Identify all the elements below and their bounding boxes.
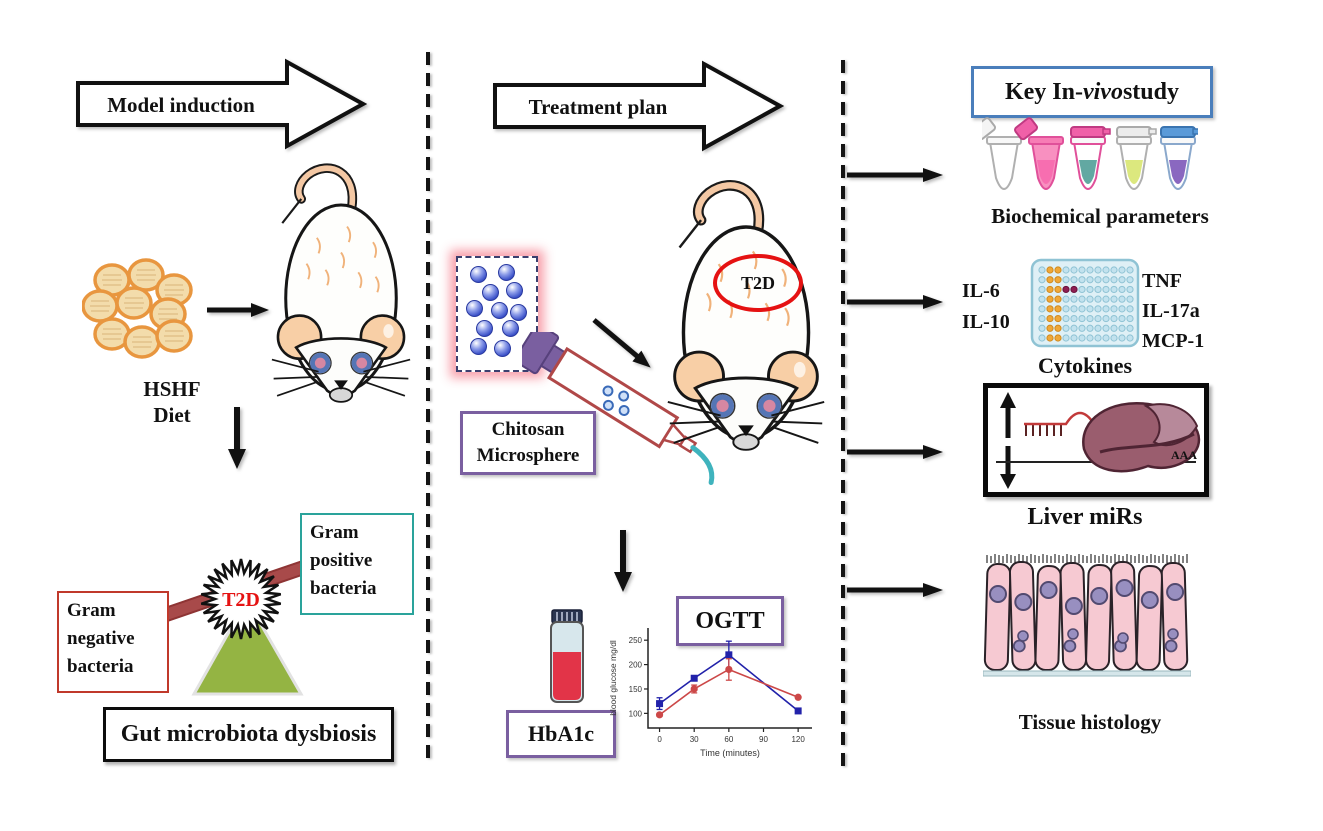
svg-text:blood glucose mg/dl: blood glucose mg/dl	[608, 640, 618, 716]
seesaw-t2d-label: T2D	[222, 589, 260, 611]
gram-negative-line2: negative	[67, 628, 135, 649]
il10-label: IL-10	[962, 311, 1010, 333]
hshf-line: HSHF	[143, 377, 201, 401]
hba1c-caption: HbA1c	[506, 710, 616, 758]
arrow-right-icon	[207, 303, 269, 317]
gram-positive-line1: Gram	[310, 522, 359, 543]
cytokine-right-labels: TNF IL-17a MCP-1	[1142, 266, 1232, 356]
treatment-plan-title: Treatment plan	[528, 94, 668, 119]
arrow-right-icon	[847, 583, 943, 597]
svg-text:Time (minutes): Time (minutes)	[700, 748, 760, 758]
ogtt-title-box: OGTT	[676, 596, 784, 646]
microsphere-icon	[506, 282, 523, 299]
diet-line: Diet	[153, 403, 191, 427]
cytokines-caption: Cytokines	[1037, 353, 1133, 378]
arrow-down-icon	[228, 407, 246, 469]
svg-text:250: 250	[629, 636, 643, 645]
cytokine-left-labels: IL-6 IL-10	[962, 276, 1026, 338]
tnf-label: TNF	[1142, 270, 1182, 292]
svg-text:200: 200	[629, 661, 643, 670]
chitosan-line2: Microsphere	[476, 445, 580, 466]
gut-dysbiosis-caption: Gut microbiota dysbiosis	[103, 707, 394, 762]
microsphere-icon	[482, 284, 499, 301]
microsphere-icon	[476, 320, 493, 337]
microplate-icon	[1030, 258, 1140, 348]
chitosan-microsphere-box: Chitosan Microsphere	[460, 411, 596, 475]
t2d-tag: T2D	[713, 254, 803, 312]
il17a-label: IL-17a	[1142, 300, 1200, 322]
hshf-pellets-icon	[82, 258, 193, 359]
microsphere-icon	[491, 302, 508, 319]
histology-icon	[983, 554, 1191, 677]
block-arrow-icon	[493, 60, 784, 152]
block-arrow-icon	[76, 58, 367, 150]
treatment-plan-banner: Treatment plan	[492, 60, 784, 152]
svg-text:60: 60	[724, 735, 733, 744]
svg-text:30: 30	[690, 735, 699, 744]
microtube-icon	[1070, 126, 1111, 190]
microtubes-icon	[982, 117, 1198, 190]
key-invivo-banner: Key In-vivo study	[971, 66, 1213, 118]
gram-negative-line3: bacteria	[67, 656, 134, 677]
t2d-starburst	[200, 558, 282, 640]
svg-text:90: 90	[759, 735, 768, 744]
tissue-histology-caption: Tissue histology	[1018, 709, 1162, 734]
svg-text:150: 150	[629, 685, 643, 694]
model-induction-banner: Model induction	[75, 58, 367, 150]
liver-icon	[1082, 401, 1201, 473]
t2d-mouse-icon	[660, 168, 832, 458]
microsphere-icon	[502, 320, 519, 337]
key-invivo-suffix: study	[1122, 78, 1179, 105]
gram-negative-line1: Gram	[67, 600, 116, 621]
microsphere-icon	[498, 264, 515, 281]
microsphere-icon	[470, 266, 487, 283]
hshf-diet-label: HSHF Diet	[122, 376, 222, 428]
arrow-down-icon	[614, 530, 632, 592]
syringe-icon	[522, 332, 715, 486]
gram-positive-line2: positive	[310, 550, 373, 571]
liver-mirs-caption: Liver miRs	[1027, 503, 1143, 530]
biochemical-caption: Biochemical parameters	[991, 203, 1209, 228]
arrow-right-icon	[847, 295, 943, 309]
liver-mirs-box: AAA	[983, 383, 1209, 497]
svg-text:0: 0	[657, 735, 662, 744]
microsphere-icon	[470, 338, 487, 355]
il6-label: IL-6	[962, 280, 1000, 302]
svg-text:120: 120	[791, 735, 805, 744]
polya-label: AAA	[1171, 448, 1197, 462]
arrow-diagonal-icon	[592, 318, 651, 368]
arrow-right-icon	[847, 168, 943, 182]
gram-positive-box: Gram positive bacteria	[300, 513, 414, 615]
blood-tube-icon	[550, 609, 584, 703]
gram-positive-line3: bacteria	[310, 578, 377, 599]
microsphere-icon	[510, 304, 527, 321]
key-invivo-italic: vivo	[1082, 78, 1123, 105]
microtube-icon	[1160, 126, 1198, 190]
separator-dashed-2	[841, 60, 845, 772]
microsphere-icon	[466, 300, 483, 317]
microtube-icon	[1014, 117, 1064, 190]
microtube-icon	[982, 117, 1022, 190]
mouse-icon	[265, 152, 417, 410]
microtube-icon	[1116, 126, 1157, 190]
key-invivo-prefix: Key In-	[1004, 78, 1083, 105]
microsphere-icon	[494, 340, 511, 357]
arrow-right-icon	[847, 445, 943, 459]
separator-dashed-1	[426, 52, 430, 766]
svg-text:100: 100	[629, 709, 643, 718]
mcp1-label: MCP-1	[1142, 330, 1205, 352]
chitosan-line1: Chitosan	[491, 419, 565, 440]
seesaw-icon: T2D	[148, 558, 311, 696]
gram-negative-box: Gram negative bacteria	[57, 591, 169, 693]
model-induction-title: Model induction	[107, 92, 255, 117]
liver-mirs-graphic: AAA	[996, 392, 1201, 489]
fulcrum-triangle	[191, 596, 304, 696]
